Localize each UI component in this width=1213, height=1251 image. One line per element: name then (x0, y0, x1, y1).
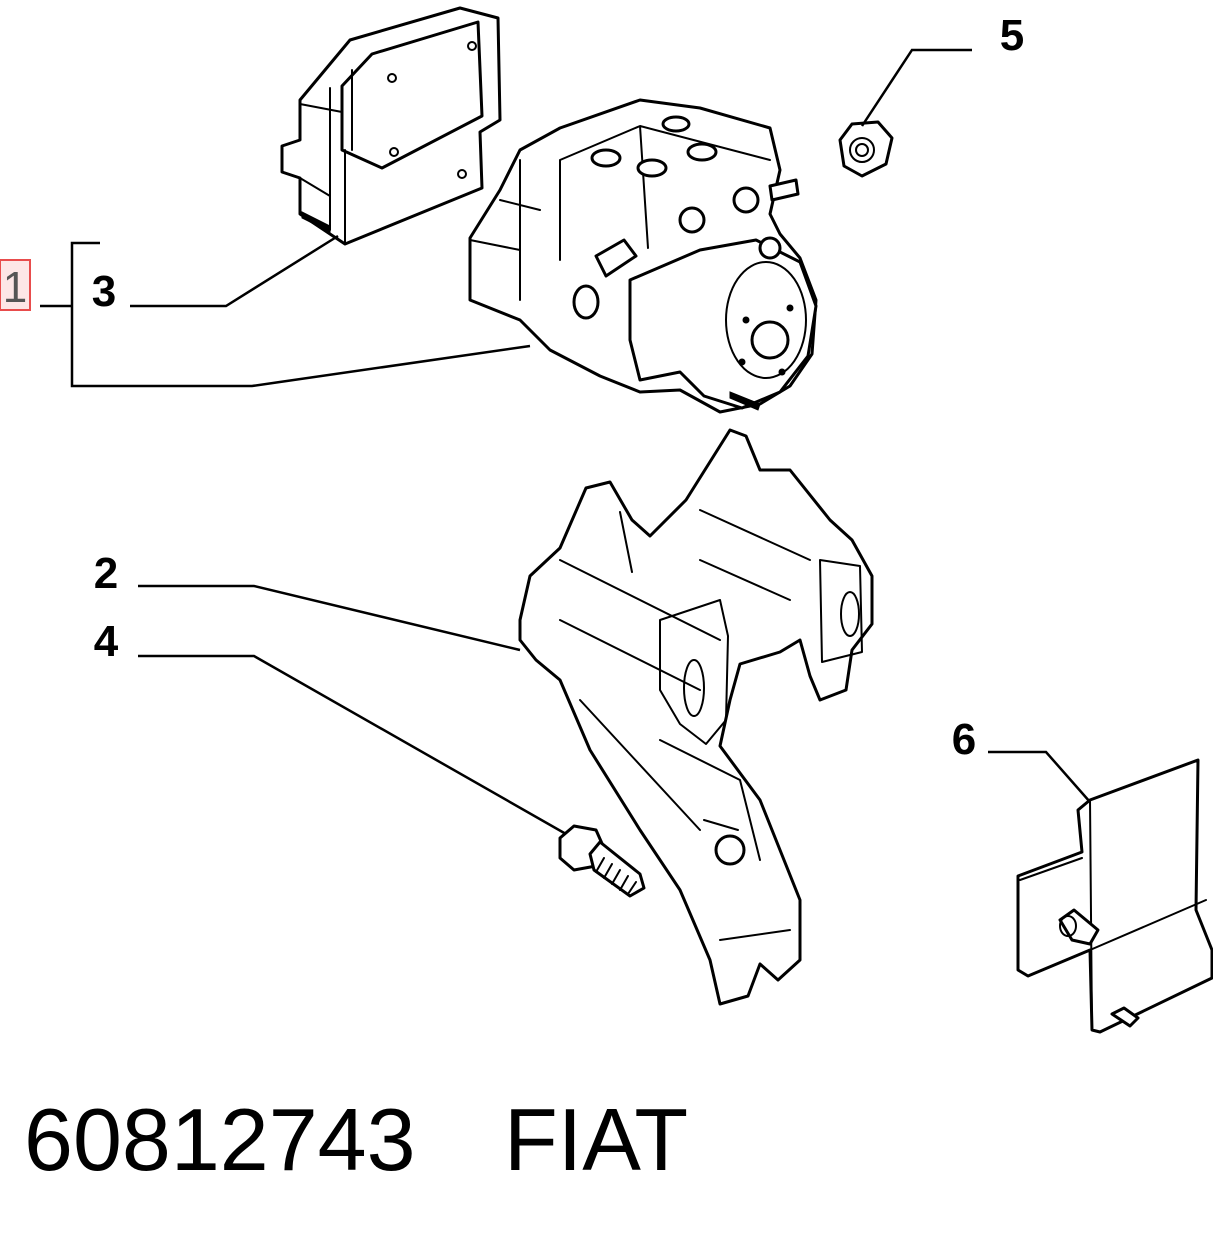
callout-5: 5 (1000, 11, 1024, 60)
brand-name: FIAT (504, 1090, 688, 1189)
callout-4: 4 (94, 617, 119, 666)
part-6-plate (1016, 758, 1213, 1034)
part-5-nut (838, 120, 894, 178)
leader-5 (860, 48, 972, 127)
leader-2 (138, 584, 521, 652)
leader-1-bracket (40, 241, 531, 388)
callout-2: 2 (94, 549, 118, 598)
callout-6: 6 (952, 715, 976, 764)
part-number: 60812743 (24, 1090, 416, 1189)
leader-lines (40, 48, 1091, 836)
part-2-bracket (518, 428, 874, 1006)
part-3-control-unit (280, 6, 502, 246)
part-4-bolt (558, 824, 646, 898)
leader-3 (130, 234, 339, 308)
callout-3: 3 (92, 267, 116, 316)
leader-4 (138, 654, 567, 836)
callout-1-highlight (0, 259, 31, 311)
leader-6 (988, 750, 1091, 803)
part-1-hydraulic-unit (468, 98, 818, 414)
callout-1: 1 (3, 263, 27, 312)
